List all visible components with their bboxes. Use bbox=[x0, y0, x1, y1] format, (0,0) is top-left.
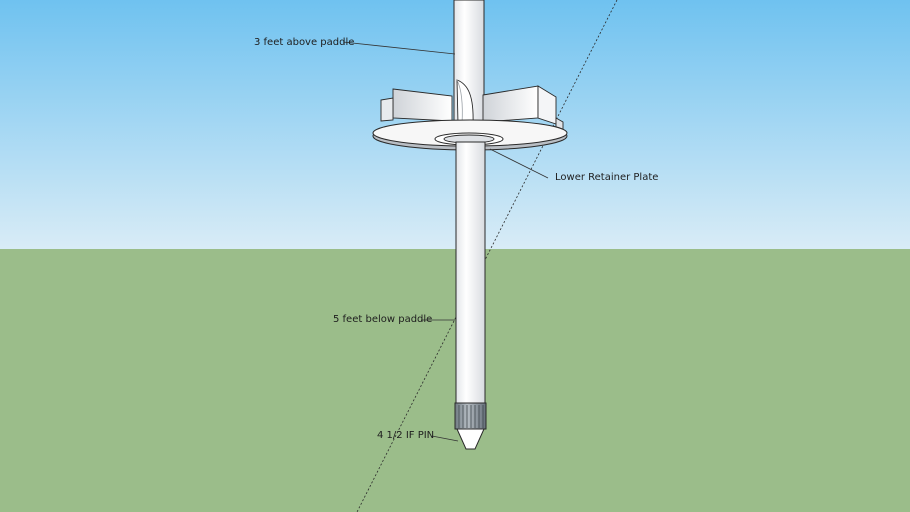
label-3-feet-above-paddle: 3 feet above paddle bbox=[254, 37, 355, 48]
leader-lines bbox=[342, 41, 549, 442]
leader-plate bbox=[489, 148, 549, 179]
if-pin bbox=[454, 402, 487, 450]
ground bbox=[0, 249, 910, 512]
leader-pin bbox=[431, 435, 459, 442]
leader-above bbox=[342, 41, 456, 55]
label-5-feet-below-paddle: 5 feet below paddle bbox=[333, 314, 433, 325]
label-if-pin: 4 1/2 IF PIN bbox=[377, 430, 435, 441]
paddle-vanes bbox=[380, 79, 564, 133]
lower-retainer-plate bbox=[372, 119, 568, 151]
lower-shaft bbox=[455, 141, 486, 405]
label-lower-retainer-plate: Lower Retainer Plate bbox=[555, 172, 659, 183]
